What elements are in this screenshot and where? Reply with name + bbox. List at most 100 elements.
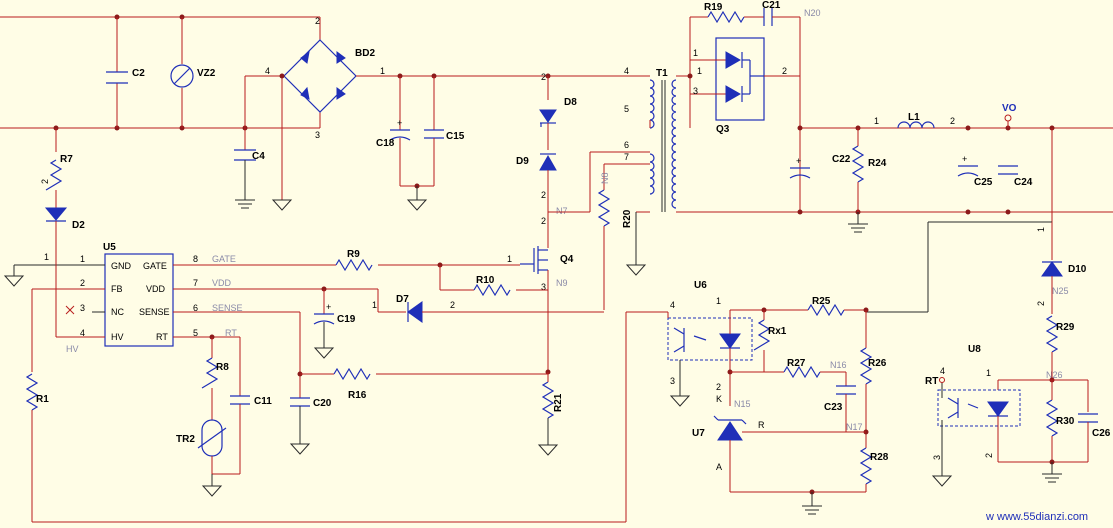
rx1-label: Rx1 [768,326,787,337]
svg-text:5: 5 [624,104,629,114]
u7-pin-r: R [758,420,765,430]
svg-text:2: 2 [450,300,455,310]
svg-text:1: 1 [716,296,721,306]
svg-text:1: 1 [986,368,991,378]
svg-text:3: 3 [693,86,698,96]
svg-text:1: 1 [380,66,385,76]
u5-pin-sense: SENSE [139,307,170,317]
capacitor-c20: C20 [290,397,332,409]
r9-label: R9 [347,249,360,260]
d10-label: D10 [1068,264,1087,275]
svg-text:6: 6 [193,303,198,313]
svg-text:8: 8 [193,254,198,264]
c11-label: C11 [254,396,272,407]
c21-label: C21 [762,0,781,11]
d9-label: D9 [516,156,529,167]
svg-text:2: 2 [716,382,721,392]
c18-label: C18 [376,138,395,149]
controller-u5: U5 GND GATE FB VDD NC SENSE HV RT 1 2 3 … [66,242,243,354]
c15-label: C15 [446,131,465,142]
diode-d8: D8 [539,97,577,127]
r19-label: R19 [704,2,723,13]
c22-label: C22 [832,154,851,165]
u5-pin-gate: GATE [143,261,167,271]
u5-pin-hv: HV [111,332,124,342]
output-terminal-vo: VO [1002,103,1017,128]
u7-pin-a: A [716,462,722,472]
svg-text:7: 7 [624,152,629,162]
u5-pin-vdd: VDD [146,284,166,294]
diode-d7: D7 [396,294,423,323]
r7-label: R7 [60,154,73,165]
capacitor-c18: C18 + [376,76,411,186]
q4-label: Q4 [560,254,574,265]
r8-label: R8 [216,362,229,373]
svg-text:SENSE: SENSE [212,303,243,313]
c4-label: C4 [252,151,265,162]
ground-symbol-r21 [537,444,559,456]
r10-label: R10 [476,275,495,286]
svg-text:4: 4 [670,300,675,310]
resistor-r24: R24 [851,128,887,212]
svg-text:1: 1 [693,48,698,58]
capacitor-c23: C23 [824,385,856,413]
resistor-rx1: Rx1 [753,310,787,372]
u5-label: U5 [103,242,116,253]
c25-label: C25 [974,177,993,188]
fb-path: R1 [25,288,668,523]
svg-text:RT: RT [225,328,237,338]
svg-text:4: 4 [265,66,270,76]
u8-label: U8 [968,344,981,355]
dual-diode-q3: Q3 1 3 1 2 [690,37,800,135]
capacitor-c11: C11 [230,395,272,407]
svg-text:3: 3 [541,282,546,292]
capacitor-c15: C15 [424,76,465,186]
c19-label: C19 [337,314,356,325]
svg-text:2: 2 [541,190,546,200]
capacitor-c24: C24 [998,165,1033,188]
bridge-rectifier-bd2: BD2 2 3 4 1 [265,16,385,140]
svg-text:2: 2 [80,278,85,288]
svg-text:1: 1 [44,252,49,262]
capacitor-c19: + C19 [313,302,356,325]
optocoupler-u8: U8 4 1 3 2 [932,344,1021,460]
capacitor-c26: C26 [1078,413,1111,462]
svg-text:2: 2 [782,66,787,76]
rt-terminal-label: RT [925,376,938,387]
svg-text:6: 6 [624,140,629,150]
svg-text:HV: HV [66,344,79,354]
capacitor-c4: C4 [234,149,265,200]
ground-symbol-r30 [1042,473,1062,483]
svg-text:2: 2 [984,453,994,458]
resistor-r21: R21 [541,372,564,445]
hv-path: R7 2 D2 [40,128,105,338]
svg-text:4: 4 [80,328,85,338]
d7-label: D7 [396,294,409,305]
varistor-vz2: VZ2 [170,17,216,128]
ground-symbol-u6 [669,395,691,407]
optocoupler-u6: U6 4 1 3 2 [667,280,753,392]
ground-symbol-output [848,223,868,233]
svg-text:3: 3 [670,376,675,386]
svg-text:+: + [796,156,801,166]
svg-text:3: 3 [315,130,320,140]
svg-text:1: 1 [507,254,512,264]
ground-symbol-u8 [931,475,953,487]
r26-label: R26 [868,358,887,369]
diode-d2: D2 [44,207,85,231]
r21-label: R21 [553,393,564,412]
ground-symbol-bus [406,199,428,211]
watermark-text: w www.55dianzi.com [985,511,1088,523]
resistor-n8: N8 [597,164,611,310]
svg-text:2: 2 [1036,301,1046,306]
ground-symbol-c4 [235,199,255,209]
transformer-t1: T1 4 5 6 7 [604,66,677,213]
capacitor-c2: C2 [106,17,145,128]
gate-path: R9 R10 [173,249,548,297]
mosfet-q4: Q4 1 3 N9 [507,246,574,292]
c2-label: C2 [132,68,145,79]
r20-label: R20 [622,209,633,228]
q3-label: Q3 [716,124,730,135]
resistor-r30: R30 [1045,380,1075,462]
sense-path: R16 C20 [173,311,548,455]
